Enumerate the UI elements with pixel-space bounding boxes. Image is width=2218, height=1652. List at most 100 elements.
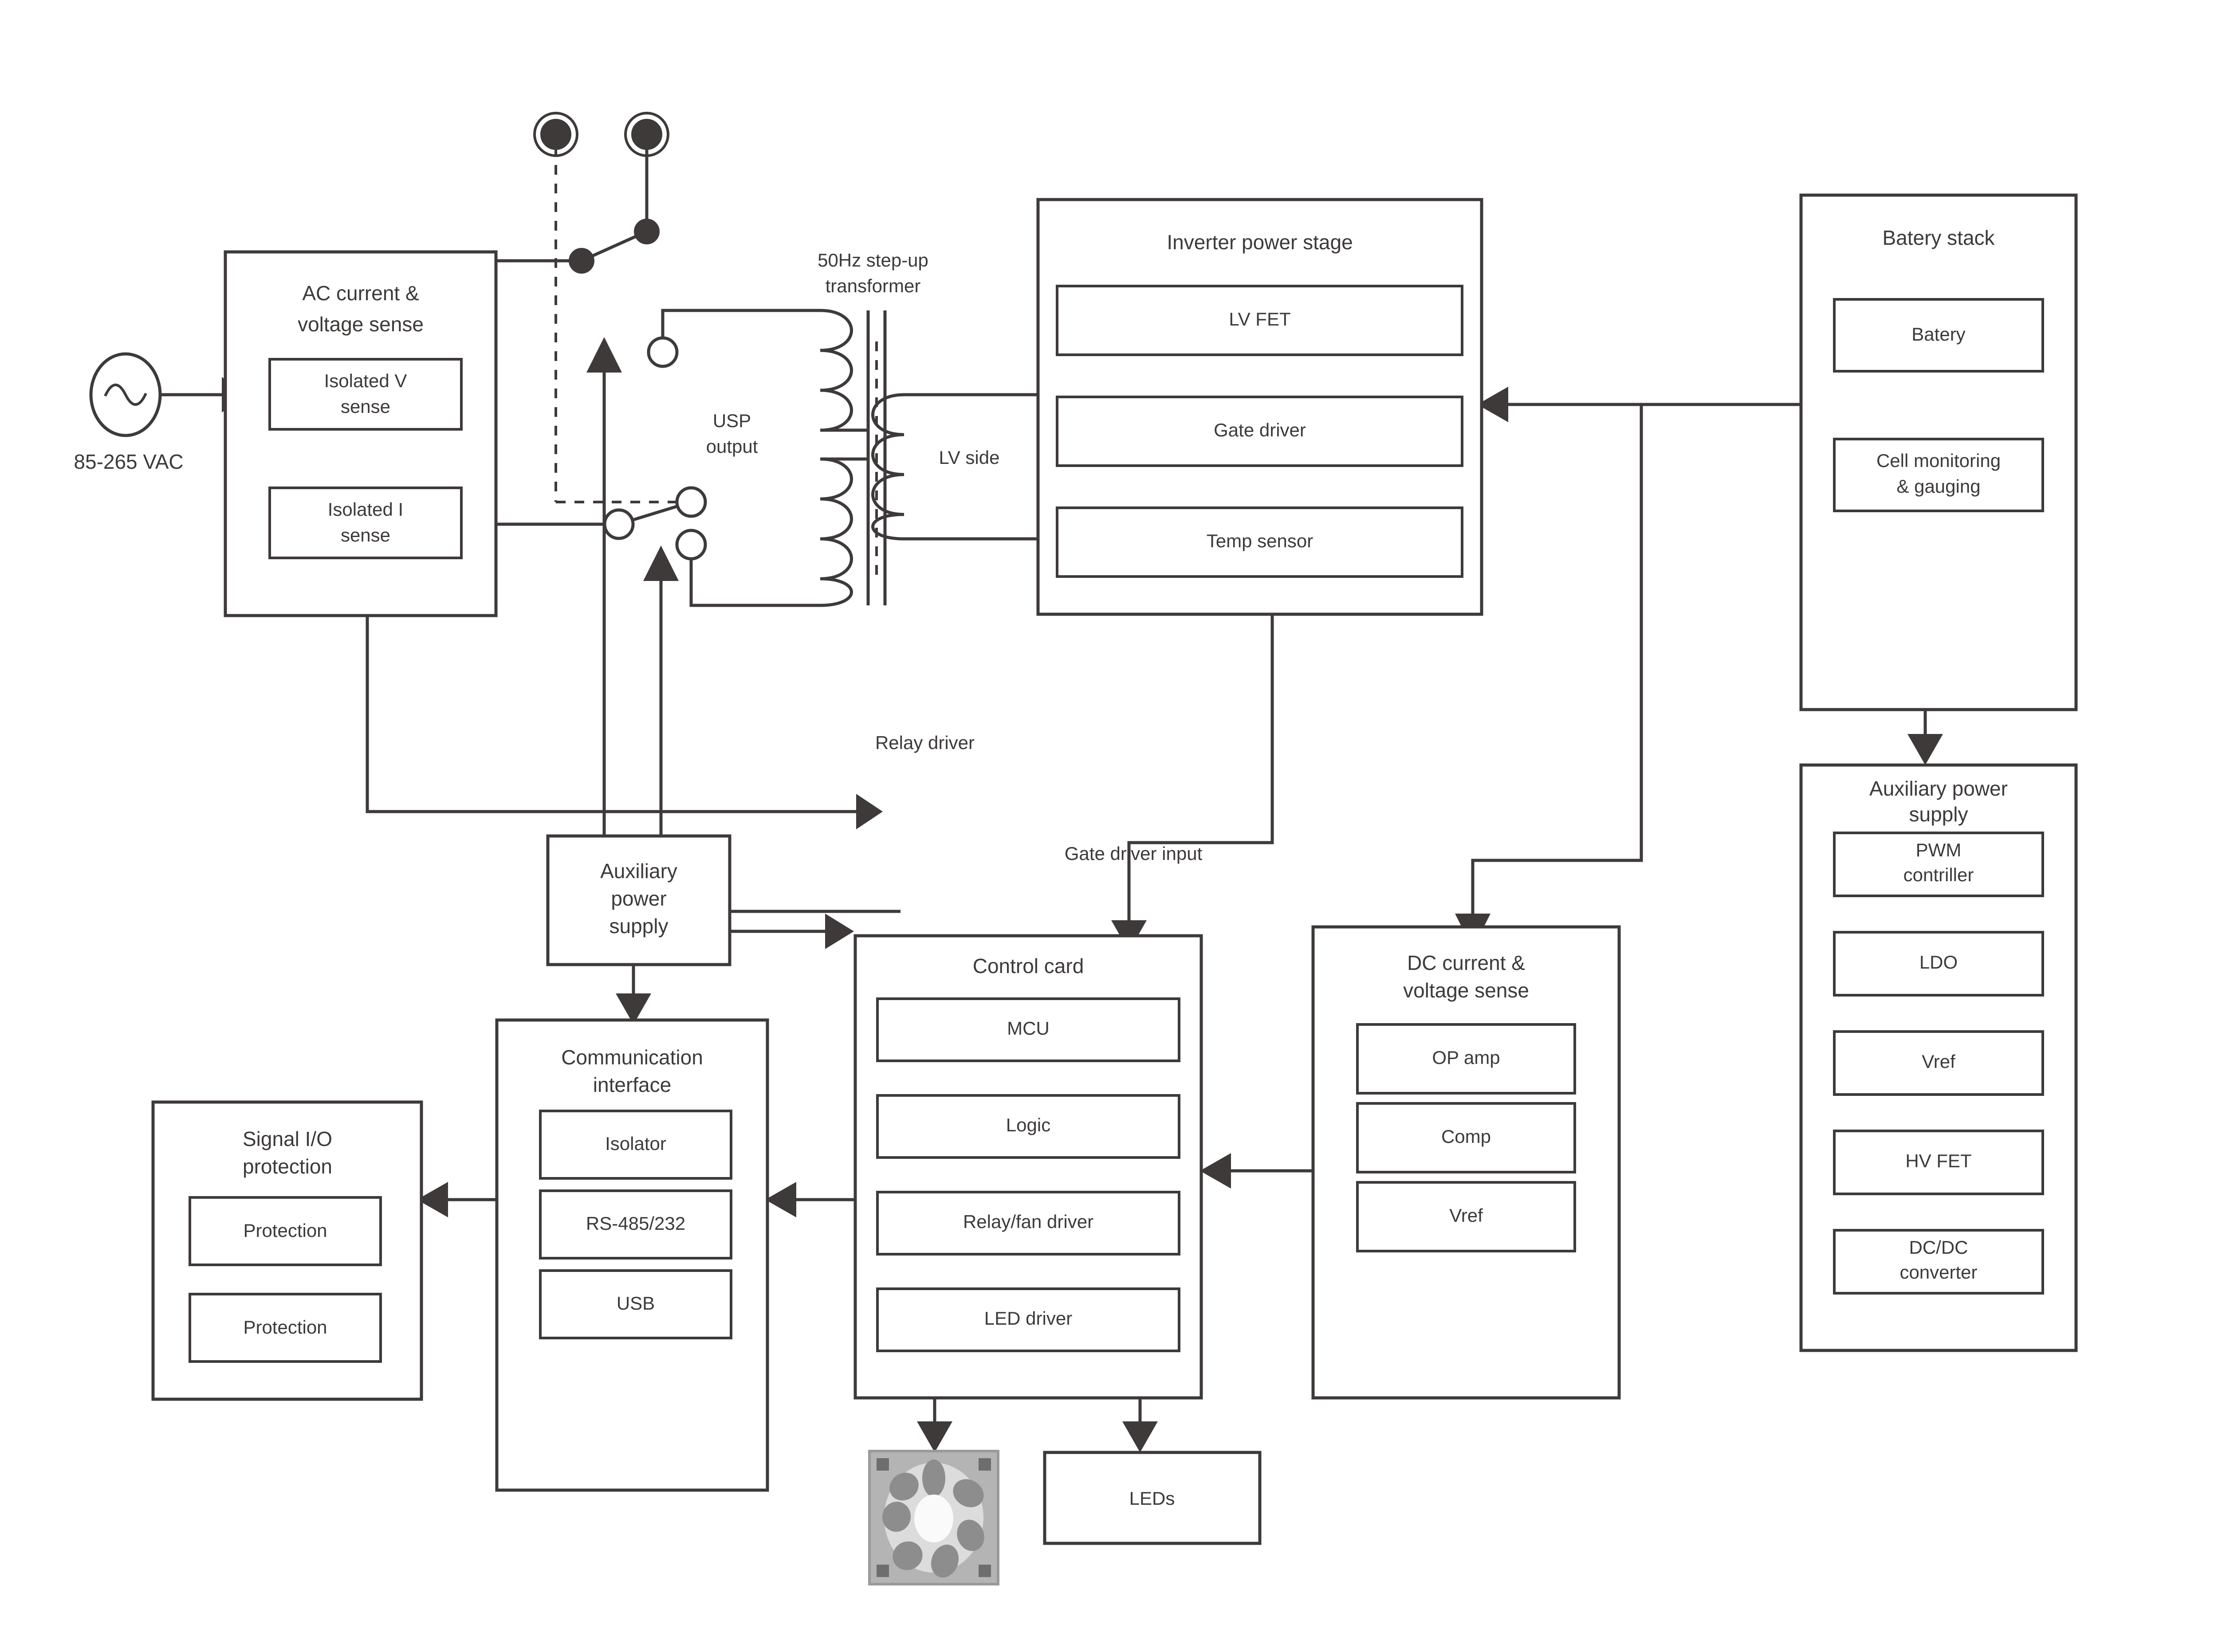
ac-sense-title-line2: voltage sense: [298, 313, 424, 336]
isolated-v-sense-line2: sense: [341, 396, 390, 417]
block-battery[interactable]: [1833, 298, 2044, 373]
block-isolated-v-sense[interactable]: [268, 358, 463, 431]
op-amp-label: OP amp: [1432, 1047, 1500, 1068]
usp-output-line2: output: [706, 436, 758, 457]
block-usb[interactable]: [539, 1269, 732, 1339]
ac-source: 85-265 VAC: [74, 352, 184, 473]
block-cell-monitoring[interactable]: [1833, 438, 2044, 512]
usb-label: USB: [617, 1293, 655, 1314]
signal-io-title-line2: protection: [243, 1155, 332, 1178]
wire-control-card-to-fan: [917, 1398, 952, 1452]
wire-gate-driver-input: [1111, 614, 1274, 951]
protection-2-label: Protection: [243, 1317, 327, 1338]
battery-stack-title: Batery stack: [1882, 226, 1995, 249]
block-auxiliary-power-supply-right[interactable]: Auxiliary power supply PWM contriller LD…: [1799, 763, 2078, 1352]
protection-1-label: Protection: [243, 1220, 327, 1241]
control-card-title: Control card: [973, 954, 1084, 977]
block-communication-interface[interactable]: Communication interface Isolator RS-485/…: [495, 1018, 769, 1492]
vref-dc-label: Vref: [1449, 1205, 1483, 1226]
mains-relay-contacts[interactable]: [533, 112, 669, 502]
block-dcdc-converter[interactable]: [1833, 1229, 2044, 1295]
transformer-primary-coil: [820, 309, 870, 607]
block-ac-current-voltage-sense[interactable]: AC current & voltage sense Isolated V se…: [224, 250, 498, 617]
block-rs485-232[interactable]: [539, 1189, 732, 1260]
dc-sense-title-line1: DC current &: [1407, 951, 1525, 974]
block-gate-driver[interactable]: [1056, 396, 1463, 467]
comm-title-line2: interface: [593, 1073, 671, 1096]
battery-label: Batery: [1911, 324, 1965, 345]
leds-label: LEDs: [1129, 1488, 1175, 1509]
lv-fet-label: LV FET: [1229, 309, 1290, 330]
dcdc-converter-line2: converter: [1899, 1262, 1977, 1283]
relay-driver-label: Relay driver: [875, 732, 975, 753]
wire-comm-to-signal-io: [417, 1182, 497, 1217]
transformer-labels: 50Hz step-up transformer USP output LV s…: [706, 250, 1000, 468]
inverter-title: Inverter power stage: [1167, 231, 1353, 254]
aux-psu-left-line1: Auxiliary: [600, 859, 677, 883]
block-mcu[interactable]: [876, 997, 1180, 1062]
isolated-i-sense-line2: sense: [341, 525, 390, 545]
wire-label-relay-driver: Relay driver: [875, 732, 975, 753]
pwm-controller-line2: contriller: [1903, 864, 1974, 885]
block-comp[interactable]: [1356, 1102, 1576, 1173]
block-relay-fan-driver[interactable]: [876, 1191, 1180, 1256]
transformer-core: [866, 310, 887, 605]
isolated-v-sense-line1: Isolated V: [324, 370, 407, 391]
block-vref-aux[interactable]: [1833, 1030, 2044, 1096]
wire-aux-psu-to-comm: [616, 965, 651, 1024]
wire-control-card-to-leds: [1122, 1398, 1158, 1452]
wire-aux-psu-to-control-card: [730, 914, 854, 949]
gate-driver-label: Gate driver: [1214, 420, 1306, 440]
block-lv-fet[interactable]: [1056, 285, 1463, 356]
relay-fan-driver-label: Relay/fan driver: [963, 1211, 1093, 1232]
block-hv-fet[interactable]: [1833, 1130, 2044, 1195]
block-logic[interactable]: [876, 1094, 1180, 1159]
comp-label: Comp: [1441, 1126, 1491, 1147]
transformer-secondary-coil: [871, 393, 1038, 541]
block-temp-sensor[interactable]: [1056, 506, 1463, 578]
aux-psu-left-line3: supply: [610, 914, 669, 938]
wire-inverter-battery-bus: [1455, 387, 1832, 949]
block-isolator[interactable]: [539, 1110, 732, 1180]
aux-psu-right-title-line2: supply: [1909, 803, 1968, 826]
wire-label-gate-driver-input: Gate driver input: [1065, 843, 1203, 864]
comm-title-line1: Communication: [561, 1046, 703, 1069]
aux-psu-right-title-line1: Auxiliary power: [1869, 777, 2008, 800]
lv-side-label: LV side: [939, 447, 1000, 468]
wire-battery-to-aux-psu: [1907, 710, 1943, 765]
dc-sense-title-line2: voltage sense: [1403, 979, 1529, 1002]
cell-monitoring-line1: Cell monitoring: [1876, 450, 2001, 471]
dcdc-converter-line1: DC/DC: [1909, 1237, 1968, 1258]
temp-sensor-label: Temp sensor: [1207, 530, 1313, 551]
block-dc-current-voltage-sense[interactable]: DC current & voltage sense OP amp Comp V…: [1311, 925, 1621, 1400]
wire-dc-sense-to-control-card: [1200, 1153, 1313, 1189]
block-protection-1[interactable]: [189, 1196, 382, 1266]
hv-fet-label: HV FET: [1905, 1150, 1971, 1171]
led-driver-label: LED driver: [984, 1308, 1072, 1329]
block-pwm-controller[interactable]: [1833, 832, 2044, 897]
isolated-i-sense-line1: Isolated I: [328, 499, 403, 520]
pwm-controller-line1: PWM: [1916, 840, 1962, 860]
block-signal-io-protection[interactable]: Signal I/O protection Protection Protect…: [151, 1100, 423, 1401]
block-isolated-i-sense[interactable]: [268, 487, 463, 559]
block-leds[interactable]: LEDs: [1043, 1451, 1262, 1545]
ac-sense-title-line1: AC current &: [302, 282, 419, 305]
block-protection-2[interactable]: [189, 1293, 382, 1363]
aux-psu-left-line2: power: [611, 887, 666, 910]
cell-monitoring-line2: & gauging: [1896, 476, 1980, 497]
block-battery-stack[interactable]: Batery stack Batery Cell monitoring & ga…: [1799, 193, 2078, 711]
ac-source-label: 85-265 VAC: [74, 450, 183, 473]
block-auxiliary-power-supply-left[interactable]: Auxiliary power supply: [546, 834, 731, 966]
block-led-driver[interactable]: [876, 1287, 1180, 1352]
block-vref-dc[interactable]: [1356, 1181, 1576, 1252]
mcu-label: MCU: [1007, 1018, 1050, 1039]
logic-label: Logic: [1006, 1114, 1050, 1135]
block-op-amp[interactable]: [1356, 1023, 1576, 1095]
block-inverter-power-stage[interactable]: Inverter power stage LV FET Gate driver …: [1036, 198, 1483, 616]
isolator-label: Isolator: [605, 1133, 666, 1154]
transformer-label-line1: 50Hz step-up: [818, 250, 928, 271]
fan-icon: [868, 1450, 999, 1585]
block-ldo[interactable]: [1833, 931, 2044, 997]
block-control-card[interactable]: Control card MCU Logic Relay/fan driver …: [853, 934, 1203, 1400]
